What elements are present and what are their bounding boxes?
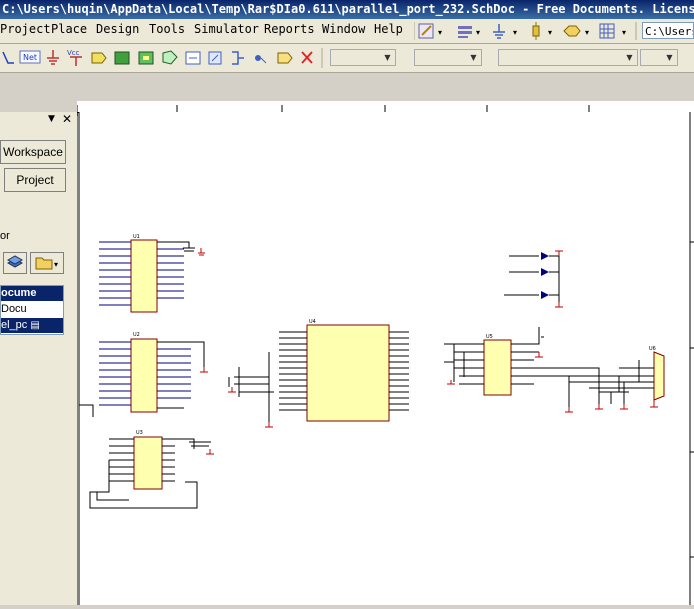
list-item-selected[interactable]: el_pc ▤ — [1, 318, 63, 333]
menu-help[interactable]: Help — [374, 22, 403, 36]
harness-icon[interactable] — [162, 50, 178, 65]
menu-place[interactable]: Place — [51, 22, 88, 36]
chip-u3-label: U3 — [136, 430, 143, 436]
menu-window[interactable]: Window — [322, 22, 366, 36]
menu-tools[interactable]: Tools — [149, 22, 186, 36]
filter-combo-3[interactable]: ▼ — [498, 49, 638, 66]
vcc-text: Vcc — [67, 49, 80, 57]
wiring-tools: Net Vcc — [2, 48, 323, 68]
chip-u5[interactable]: U5 — [444, 327, 549, 396]
open-project-button[interactable]: ▾ — [30, 252, 64, 274]
window-title-bar: C:\Users\huqin\AppData\Local\Temp\Rar$DI… — [0, 0, 694, 19]
pencil-icon[interactable] — [418, 23, 434, 39]
menu-design[interactable]: Design — [96, 22, 140, 36]
schematic-drawing: .w{stroke:#000080;stroke-width:1;fill:no… — [78, 112, 694, 605]
junction-icon[interactable] — [255, 55, 267, 64]
close-icon[interactable] — [301, 51, 313, 64]
bus-entry-icon[interactable] — [232, 51, 244, 65]
port-icon[interactable] — [563, 25, 581, 37]
chevron-down-icon[interactable]: ▾ — [622, 28, 626, 37]
chevron-down-icon: ▾ — [54, 260, 58, 269]
project-file-list[interactable]: ocume Docu el_pc ▤ — [0, 285, 64, 335]
device-sheet-icon[interactable] — [208, 51, 222, 65]
folder-icon: ▾ — [35, 257, 58, 270]
directive-icon[interactable] — [185, 51, 201, 65]
panel-header: ▼ ✕ — [0, 112, 77, 130]
project-button[interactable]: Project — [4, 168, 66, 192]
chevron-down-icon: ▼ — [666, 53, 673, 62]
document-tabs-strip — [0, 73, 694, 101]
align-icon[interactable] — [458, 26, 472, 38]
menu-project[interactable]: Project — [0, 22, 51, 36]
list-item-label: el_pc — [1, 319, 28, 331]
part-icon[interactable] — [91, 52, 107, 64]
list-header: ocume — [1, 286, 63, 301]
ruler-ticks — [76, 105, 590, 116]
chevron-down-icon[interactable]: ▾ — [548, 28, 552, 37]
chevron-down-icon[interactable]: ▾ — [476, 28, 480, 37]
chevron-down-icon[interactable]: ▾ — [585, 28, 589, 37]
chip-u1[interactable]: U1 — [99, 234, 205, 313]
filter-combo-2[interactable]: ▼ — [414, 49, 482, 66]
chevron-down-icon[interactable]: ▾ — [438, 28, 442, 37]
filter-combo-1[interactable]: ▼ — [330, 49, 396, 66]
wire-icon[interactable] — [2, 51, 14, 64]
grid-icon[interactable] — [599, 23, 615, 39]
no-erc-icon[interactable] — [277, 52, 293, 64]
chip-u6-label: U6 — [649, 346, 656, 352]
chevron-down-icon[interactable]: ▾ — [513, 28, 517, 37]
window-title: C:\Users\huqin\AppData\Local\Temp\Rar$DI… — [2, 2, 694, 16]
chip-u2[interactable]: U2 — [79, 332, 208, 417]
net-label-text: Net — [23, 53, 37, 62]
path-input[interactable]: C:\Users — [642, 22, 694, 39]
chip-u3[interactable]: U3 — [89, 430, 214, 509]
wiring-toolbar: Net Vcc ▼ ▼ ▼ ▼ — [0, 44, 694, 73]
workspace-button[interactable]: Workspace — [0, 140, 66, 164]
filter-combo-4[interactable]: ▼ — [640, 49, 678, 66]
sheet-entry-icon[interactable] — [138, 51, 154, 65]
chevron-down-icon[interactable]: ▼ — [48, 114, 55, 124]
close-icon[interactable]: ✕ — [62, 112, 73, 126]
schematic-canvas[interactable]: .w{stroke:#000080;stroke-width:1;fill:no… — [78, 112, 694, 605]
db9-connector[interactable]: U6 — [549, 346, 665, 413]
ground-icon[interactable] — [47, 50, 59, 65]
vcc-power-icon[interactable]: Vcc — [67, 49, 82, 66]
resistor-icon[interactable] — [532, 22, 540, 40]
chevron-down-icon: ▼ — [470, 53, 477, 62]
ground-icon[interactable] — [493, 24, 505, 39]
drawing-toolbar: ▾ ▾ ▾ ▾ ▾ ▾ — [414, 22, 637, 40]
menu-reports[interactable]: Reports — [264, 22, 315, 36]
chevron-down-icon: ▼ — [626, 53, 633, 62]
projects-panel: ▼ ✕ Workspace Project or ▾ ocume Docu el… — [0, 112, 79, 605]
chip-u4[interactable]: U4 — [228, 319, 409, 428]
chevron-down-icon: ▼ — [384, 53, 391, 62]
menu-simulator[interactable]: Simulator — [194, 22, 260, 36]
led-group[interactable] — [504, 250, 563, 308]
list-item[interactable]: Docu — [1, 303, 27, 315]
chip-u2-label: U2 — [133, 332, 140, 338]
or-label: or — [0, 230, 10, 242]
sheet-symbol-icon[interactable] — [114, 51, 130, 65]
net-label-icon[interactable]: Net — [19, 50, 41, 64]
menu-bar: Project Place Design Tools Simulator Rep… — [0, 19, 694, 44]
chip-u4-label: U4 — [309, 319, 316, 325]
document-icon: ▤ — [30, 320, 40, 331]
compile-button[interactable] — [3, 252, 27, 274]
layers-icon — [6, 255, 24, 268]
chip-u5-label: U5 — [486, 334, 493, 340]
chip-u1-label: U1 — [133, 234, 140, 240]
